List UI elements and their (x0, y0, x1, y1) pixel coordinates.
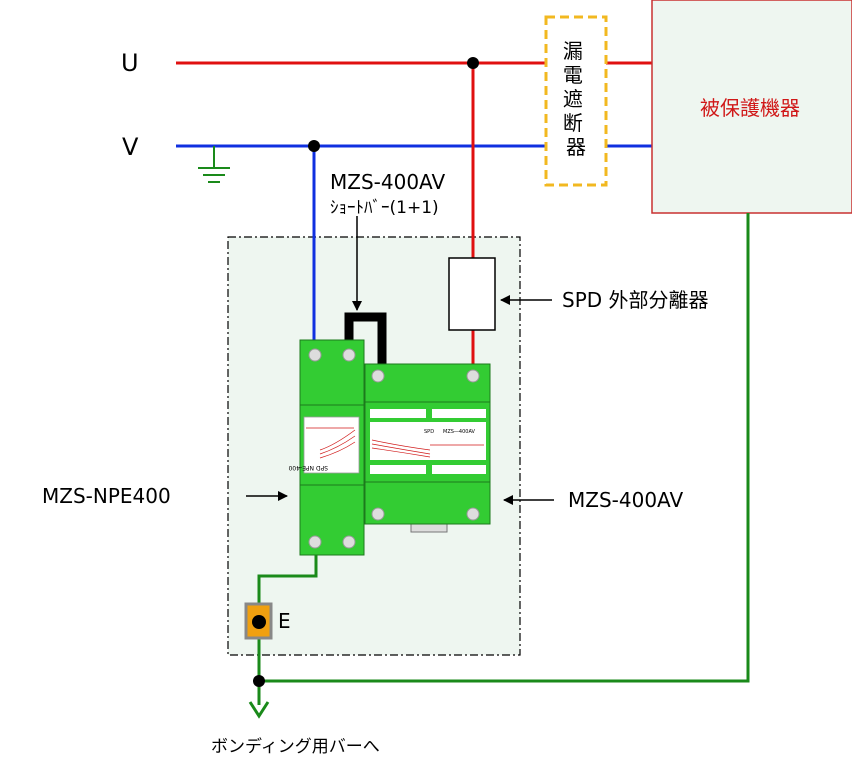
module-400av (364, 363, 491, 533)
earth-junction-dot (253, 675, 265, 687)
earth-leakage-breaker (544, 15, 608, 187)
short-bar (344, 312, 387, 366)
short-bar-label-line2: ｼｮｰﾄﾊﾞｰ(1+1) (330, 198, 439, 218)
e-terminal-dot (252, 615, 266, 629)
protected-device-label: 被保護機器 (700, 96, 800, 120)
ground-symbol (198, 146, 230, 183)
short-bar-label-line1: MZS-400AV (330, 170, 445, 194)
av400-label: MZS-400AV (568, 488, 683, 512)
v-phase-label: V (122, 133, 139, 161)
av400-mini-text-2: MZS―400AV (443, 429, 476, 435)
module-earth-wire (257, 555, 318, 705)
npe400-label: MZS-NPE400 (42, 484, 171, 508)
module-npe400 (299, 339, 365, 556)
e-terminal-label: E (278, 609, 291, 633)
spd-separator-label: SPD 外部分離器 (562, 288, 709, 312)
av400-mini-text-1: SPD (424, 429, 434, 435)
device-earth-wire (259, 213, 750, 683)
bonding-arrowhead (248, 701, 270, 719)
breaker-label: 漏 電 遮 断 器 (563, 39, 589, 159)
v-junction-dot (308, 140, 320, 152)
spd-external-separator (448, 257, 496, 331)
protected-device-box (651, 0, 852, 214)
u-junction-dot (467, 57, 479, 69)
bonding-label: ボンディング用バーへ (211, 736, 380, 757)
u-phase-label: U (121, 49, 139, 77)
npe400-mini-text: SPD NPE-400 (288, 464, 328, 471)
